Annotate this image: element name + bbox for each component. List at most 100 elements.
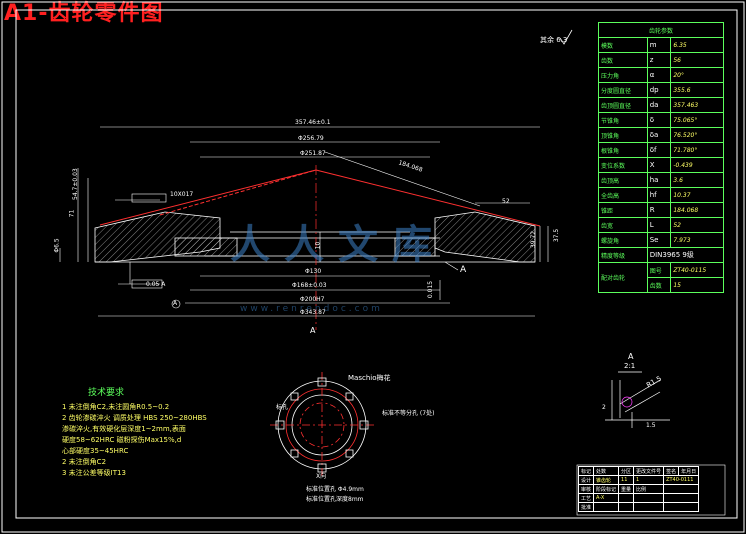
pitch-cone — [99, 169, 541, 227]
detail-scale: 2:1 — [624, 362, 636, 370]
tb-drawing-no: ZT40-0111 — [663, 475, 700, 485]
param-name: 分度圆直径 — [598, 82, 648, 98]
page-title: A1-齿轮零件图 — [4, 1, 164, 26]
tb-qty: 11 — [618, 475, 635, 485]
param-symbol: dp — [646, 82, 672, 98]
tech-line: 2 未注倒角C2 — [62, 458, 107, 466]
param-value: 3.6 — [670, 172, 724, 188]
tb-approve: 批准 — [577, 502, 595, 512]
param-symbol: ha — [646, 172, 672, 188]
tb-material: A-X — [593, 493, 620, 503]
dim-37-5: 37.5 — [553, 228, 561, 243]
param-symbol: X — [646, 157, 672, 173]
dim-face-width: 52 — [502, 198, 510, 205]
dim-10: 10 — [314, 241, 322, 250]
param-symbol: Se — [646, 232, 672, 248]
tech-line: 1 未注倒角C2,未注圆角R0.5~0.2 — [62, 403, 170, 411]
detail-label: A — [628, 352, 634, 361]
param-value: 6.35 — [670, 37, 724, 53]
param-value: 75.065° — [670, 112, 724, 128]
tolerance-frames — [131, 193, 181, 309]
param-value: 184.068 — [670, 202, 724, 218]
dim-6-5: Φ6.5 — [53, 238, 61, 253]
tb-head-5: 年月日 — [678, 466, 700, 476]
dim-bore-168: Φ168±0.03 — [292, 282, 327, 289]
dim-bore-130: Φ130 — [305, 268, 322, 275]
param-value: -0.439 — [670, 157, 724, 173]
mate-row2-value: 15 — [670, 277, 724, 293]
param-symbol: hf — [646, 187, 672, 203]
tech-line: 渗碳淬火,有效硬化层深度1~2mm,表面 — [62, 425, 186, 433]
dim-outer: 357.46±0.1 — [295, 119, 331, 126]
param-name: 全齿高 — [598, 187, 648, 203]
tb-process: 工艺 — [577, 493, 595, 503]
param-symbol: L — [646, 217, 672, 233]
param-value: 10.37 — [670, 187, 724, 203]
param-value: 76.520° — [670, 127, 724, 143]
param-table-header: 齿轮参数 — [598, 22, 724, 38]
dim-39-72: 39.72 — [530, 230, 538, 249]
param-symbol: α — [646, 67, 672, 83]
tb-weight: 重量 — [618, 484, 635, 494]
round-view-note: 标准不等分孔 (7处) — [382, 410, 435, 417]
mate-gear-label: 配对齿轮 — [598, 262, 648, 293]
param-name: 根锥角 — [598, 142, 648, 158]
param-name: 压力角 — [598, 67, 648, 83]
tb-head-0: 标记 — [577, 466, 595, 476]
tech-line: 心部硬度35~45HRC — [62, 447, 129, 455]
param-value: 52 — [670, 217, 724, 233]
accuracy-label: 精度等级 — [598, 247, 648, 263]
param-value: 357.463 — [670, 97, 724, 113]
inner-border — [15, 9, 738, 519]
round-view-note-2: 标准位置孔深度8mm — [306, 496, 364, 503]
param-value: 56 — [670, 52, 724, 68]
dim-343: Φ343.87 — [300, 309, 326, 316]
tb-design: 设计 — [577, 475, 595, 485]
tb-head-3: 更改文件号 — [633, 466, 665, 476]
round-view-label: Maschio梅花 — [348, 374, 391, 382]
param-symbol: δa — [646, 127, 672, 143]
tech-line: 硬度58~62HRC 磁粉探伤Max15%,d — [62, 436, 182, 444]
param-value: 355.6 — [670, 82, 724, 98]
roughness-symbol — [559, 29, 573, 45]
param-symbol: δ — [646, 112, 672, 128]
tolerance-frame-text: 0.05 A — [146, 281, 166, 288]
param-value: 7.973 — [670, 232, 724, 248]
tech-line: 2 齿轮渗碳淬火 调质处理 HBS 250~280HBS — [62, 414, 207, 422]
param-symbol: m — [646, 37, 672, 53]
mate-row1-value: ZT40-0115 — [670, 262, 724, 278]
mate-row2-label: 齿数 — [646, 277, 672, 293]
tb-head-4: 签名 — [663, 466, 680, 476]
tb-scale-value: 1 — [633, 475, 665, 485]
dim-d3: Φ251.87 — [300, 150, 326, 157]
param-value: 71.780° — [670, 142, 724, 158]
dim-10x017: 10X017 — [170, 191, 194, 198]
dimension-lines — [59, 126, 549, 317]
dim-height-54: 54.7±0.03 — [72, 168, 79, 200]
watermark-url: www.renrendoc.com — [240, 304, 383, 314]
title-block: 标记 处数 分区 更改文件号 签名 年月日 设计 锥齿轮 11 1 ZT40-0… — [577, 466, 700, 512]
param-name: 螺旋角 — [598, 232, 648, 248]
tb-stage: 阶段标记 — [593, 484, 620, 494]
param-name: 齿顶圆直径 — [598, 97, 648, 113]
hub-left — [174, 237, 238, 257]
param-name: 锥距 — [598, 202, 648, 218]
detail-dim-1-5: 1.5 — [646, 422, 656, 429]
param-name: 齿数 — [598, 52, 648, 68]
param-name: 顶锥角 — [598, 127, 648, 143]
accuracy-value: DIN3965 9级 — [646, 247, 725, 263]
watermark-text: 人人文库 — [230, 222, 446, 268]
